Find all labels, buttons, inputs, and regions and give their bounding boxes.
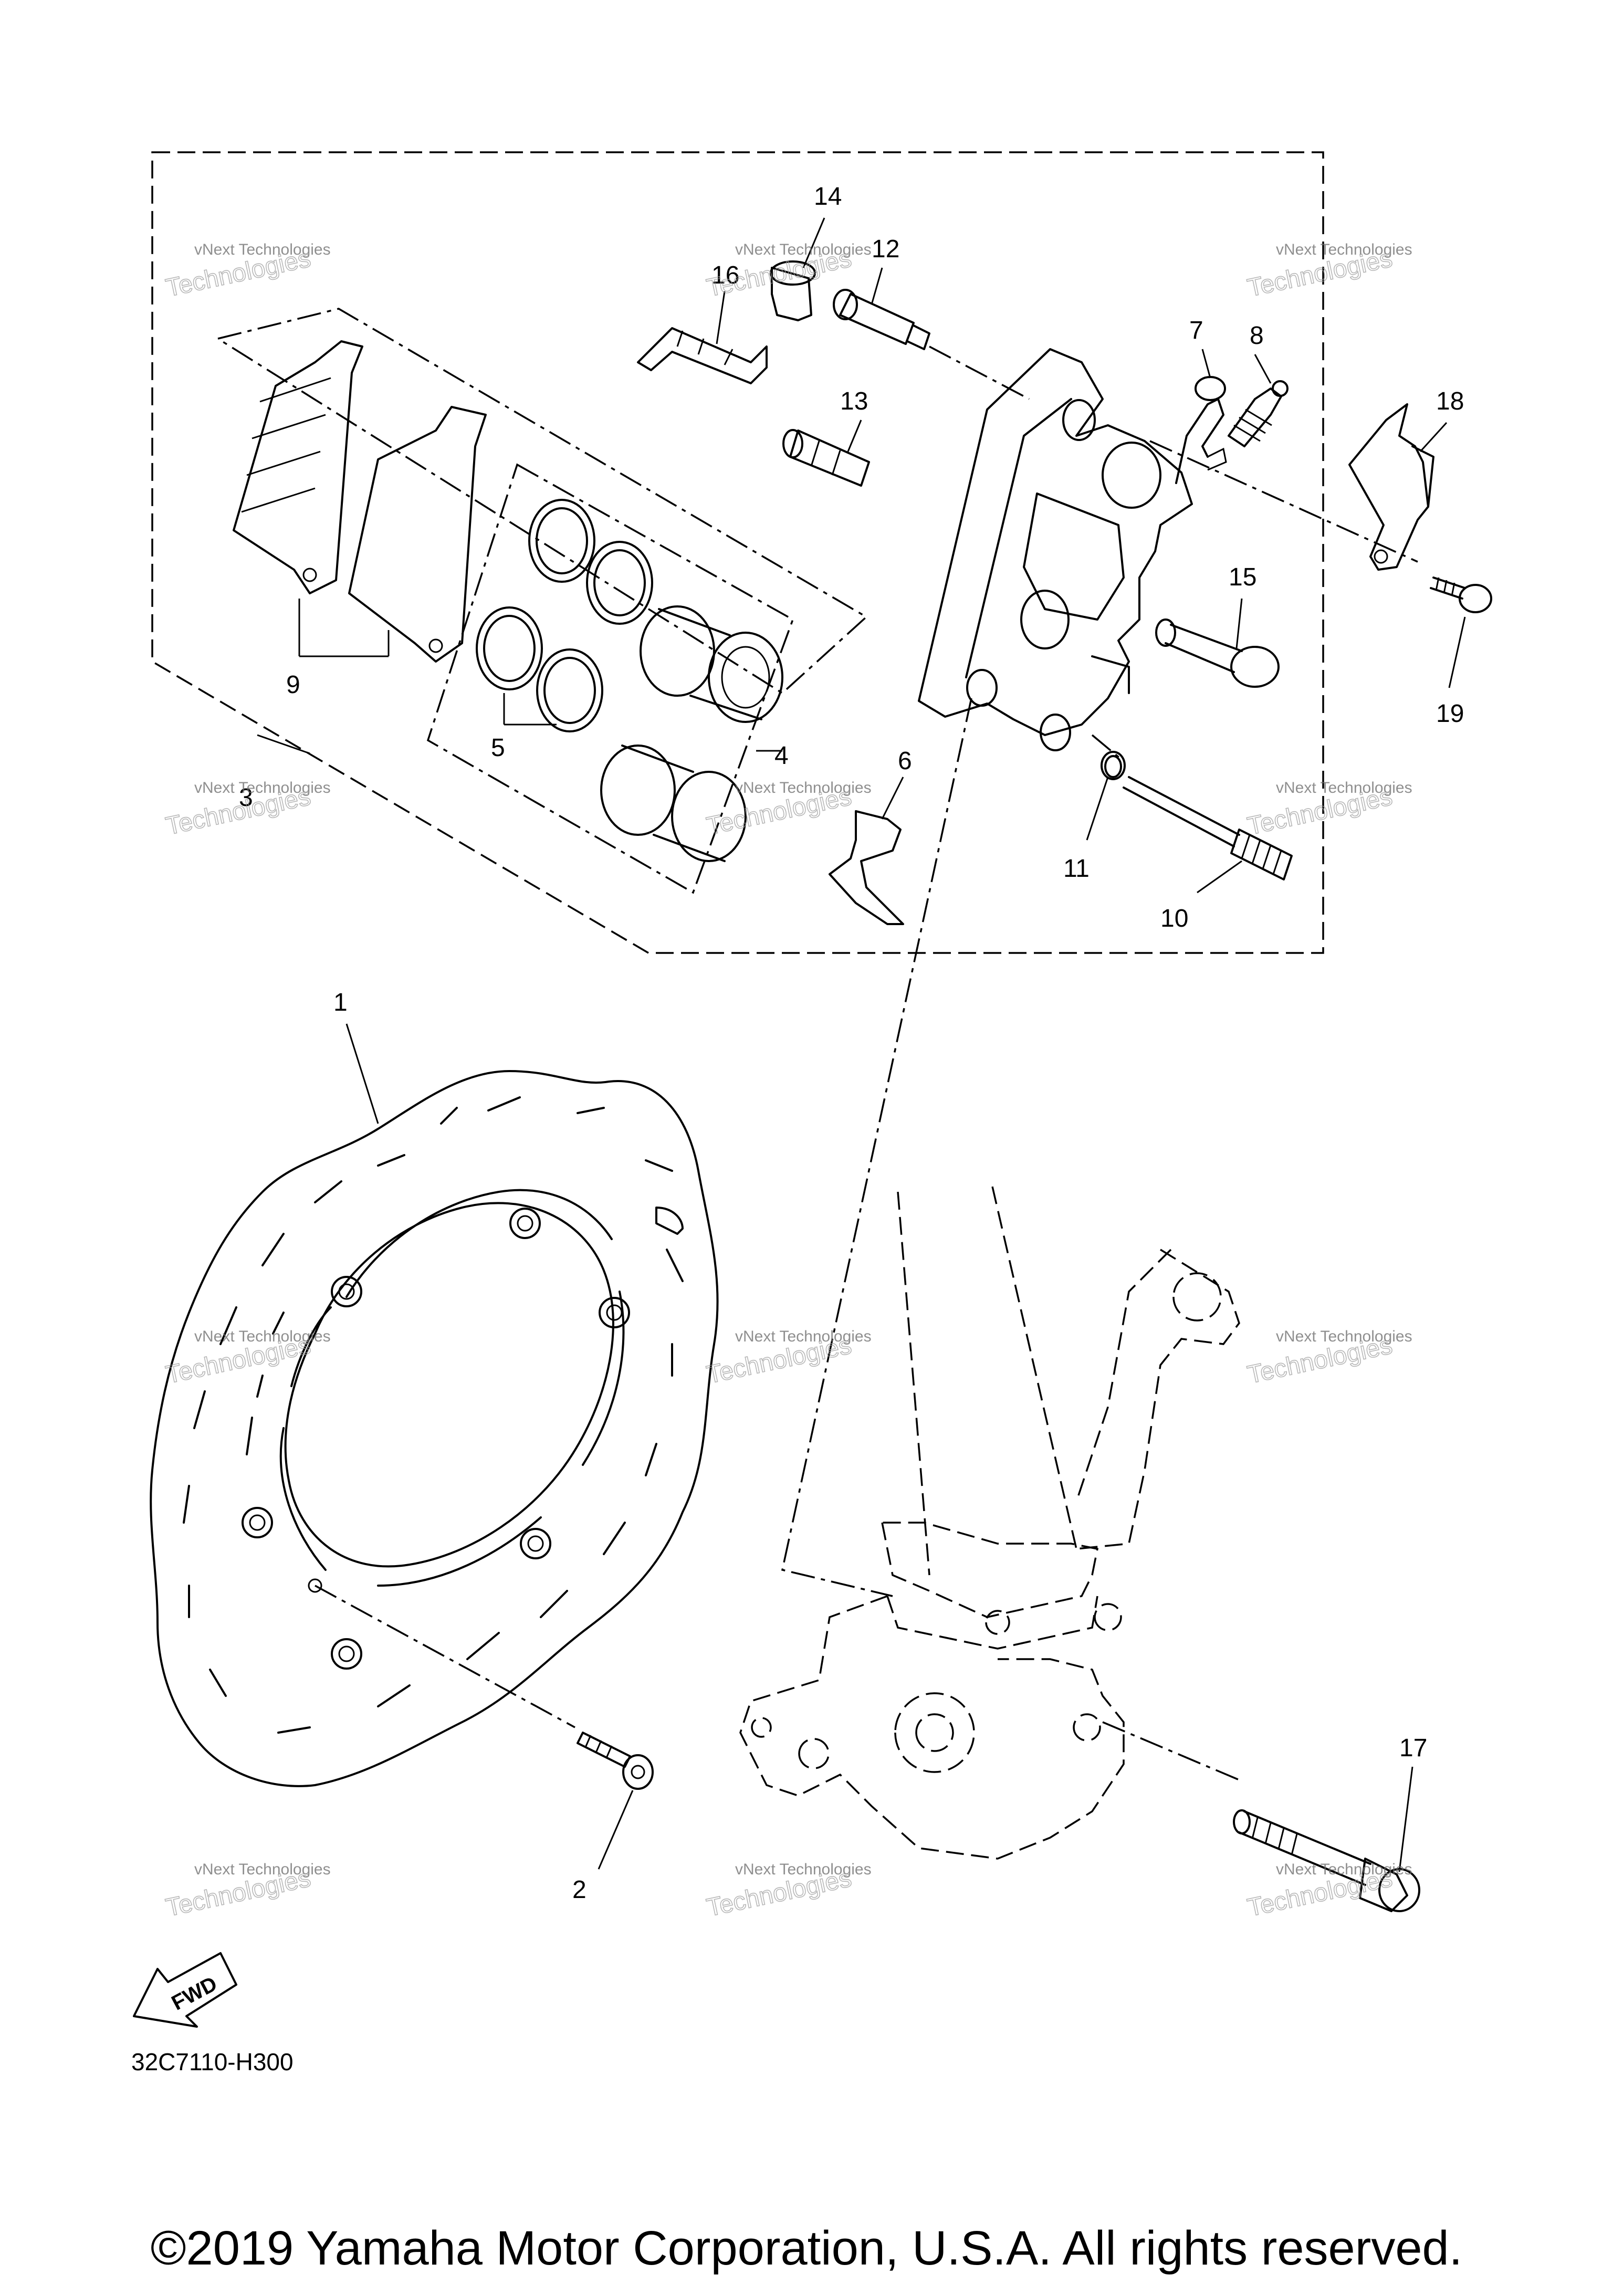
callout-12: 12 xyxy=(872,235,899,263)
svg-text:vNext Technologies: vNext Technologies xyxy=(735,1328,872,1345)
callout-5: 5 xyxy=(491,734,505,762)
pad-clip xyxy=(829,810,904,925)
callout-7: 7 xyxy=(1189,317,1203,344)
slide-pin-upper xyxy=(833,289,930,350)
pad-spring xyxy=(637,327,768,384)
caliper-body xyxy=(918,348,1193,751)
seal-kit-box xyxy=(426,463,794,894)
callout-17: 17 xyxy=(1399,1734,1427,1762)
axis-line-vertical xyxy=(781,698,972,1597)
callout-13: 13 xyxy=(840,387,868,415)
front-fork-reference xyxy=(739,1186,1240,1860)
svg-text:vNext Technologies: vNext Technologies xyxy=(735,1861,872,1878)
disc-bolt xyxy=(577,1732,654,1790)
axis-line-lower xyxy=(1091,734,1125,762)
fwd-arrow-icon: FWD xyxy=(133,1952,237,2028)
axis-line-upper xyxy=(929,345,1418,563)
callout-2: 2 xyxy=(572,1876,586,1904)
diagram-code: 32C7110-H300 xyxy=(131,2048,294,2075)
callout-8: 8 xyxy=(1250,322,1264,350)
svg-text:vNext Technologies: vNext Technologies xyxy=(194,1328,331,1345)
watermark: vNext Technologies Technologies xyxy=(1244,241,1412,303)
copyright-notice: ©2019 Yamaha Motor Corporation, U.S.A. A… xyxy=(150,2221,1463,2275)
watermark: vNext Technologies Technologies xyxy=(163,1861,331,1923)
piston-seals xyxy=(476,499,653,732)
pin-boot xyxy=(770,260,816,321)
watermarks: vNext Technologies Technologies vNext Te… xyxy=(163,241,1412,1923)
svg-text:vNext Technologies: vNext Technologies xyxy=(194,1861,331,1878)
svg-text:vNext Technologies: vNext Technologies xyxy=(1276,1861,1412,1878)
brake-pad-right xyxy=(348,406,487,663)
svg-text:vNext Technologies: vNext Technologies xyxy=(1276,241,1412,258)
watermark: vNext Technologies Technologies xyxy=(704,1861,872,1923)
callout-numbers: 1 2 3 4 5 6 7 8 9 10 11 12 13 14 15 16 1… xyxy=(239,183,1464,1904)
bracket-bolt xyxy=(1430,576,1492,613)
bleed-screw xyxy=(1228,380,1289,447)
watermark: vNext Technologies Technologies xyxy=(1244,1861,1412,1923)
watermark: vNext Technologies Technologies xyxy=(704,779,871,841)
svg-text:vNext Technologies: vNext Technologies xyxy=(194,779,331,796)
brake-pad-left xyxy=(233,340,363,594)
pad-kit-box xyxy=(217,308,868,695)
watermark: vNext Technologies Technologies xyxy=(163,241,331,303)
pad-pin xyxy=(1155,618,1280,688)
axle-bolt xyxy=(1233,1809,1420,1912)
svg-text:vNext Technologies: vNext Technologies xyxy=(1276,1328,1412,1345)
callout-16: 16 xyxy=(711,261,739,289)
svg-text:vNext Technologies: vNext Technologies xyxy=(735,779,872,796)
callout-19: 19 xyxy=(1436,700,1464,728)
caliper-bolt xyxy=(1104,755,1293,880)
watermark: vNext Technologies Technologies xyxy=(163,779,330,841)
callout-18: 18 xyxy=(1436,387,1464,415)
callout-1: 1 xyxy=(333,989,348,1016)
axis-line-fork xyxy=(1102,1721,1240,1781)
bleed-cap xyxy=(1175,376,1227,484)
svg-text:vNext Technologies: vNext Technologies xyxy=(194,241,331,258)
bolt-washer xyxy=(1101,751,1126,780)
hose-bracket xyxy=(1348,403,1434,571)
caliper-assembly-box xyxy=(151,151,1324,954)
watermark: vNext Technologies Technologies xyxy=(1244,779,1412,841)
leader-lines xyxy=(257,217,1466,1872)
callout-9: 9 xyxy=(286,671,300,699)
callout-14: 14 xyxy=(814,183,842,211)
watermark: vNext Technologies Technologies xyxy=(704,241,872,303)
pistons xyxy=(600,605,783,862)
callout-15: 15 xyxy=(1229,563,1256,591)
svg-text:vNext Technologies: vNext Technologies xyxy=(735,241,872,258)
watermark: vNext Technologies Technologies xyxy=(1244,1328,1412,1390)
callout-11: 11 xyxy=(1063,855,1090,883)
watermark: vNext Technologies Technologies xyxy=(704,1328,872,1390)
callout-4: 4 xyxy=(774,742,789,770)
watermark: vNext Technologies Technologies xyxy=(163,1328,331,1390)
slide-pin-lower xyxy=(782,429,870,487)
callout-3: 3 xyxy=(239,784,253,812)
brake-disc xyxy=(150,1070,719,1787)
callout-6: 6 xyxy=(898,747,912,775)
svg-text:vNext Technologies: vNext Technologies xyxy=(1276,779,1412,796)
callout-10: 10 xyxy=(1160,905,1188,932)
axis-line-disc xyxy=(315,1585,575,1728)
